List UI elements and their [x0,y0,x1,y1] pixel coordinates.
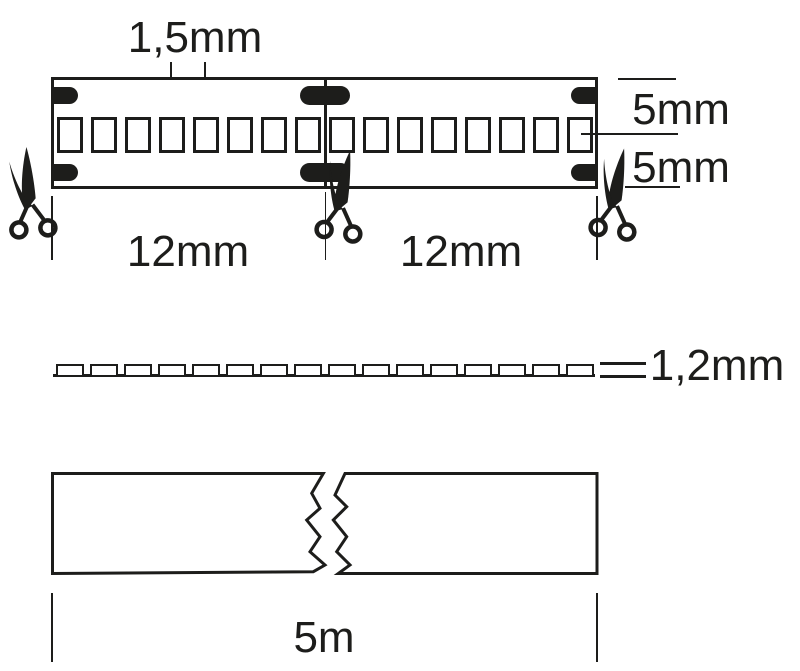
side-led-chip [90,364,118,375]
led-chip [158,117,185,153]
extension-line [51,593,53,662]
led-chip [192,117,219,153]
side-led-chip [430,364,458,375]
width-leader-mid [581,133,678,135]
side-led-chip [362,364,390,375]
solder-pad [52,87,78,104]
side-led-chip [260,364,288,375]
side-led-chip [532,364,560,375]
led-chip [362,117,389,153]
scissors-icon [314,150,363,244]
side-led-chip [396,364,424,375]
thickness-label: 1,2mm [649,341,785,390]
solder-pad [571,164,597,181]
width-lower-label: 5mm [632,143,730,192]
side-led-chip [294,364,322,375]
led-chip [464,117,491,153]
led-chip [498,117,525,153]
side-led-chip [464,364,492,375]
side-led-chip [192,364,220,375]
led-chip [260,117,287,153]
extension-line [596,196,598,260]
led-chip [566,117,593,153]
side-led-chip [124,364,152,375]
width-tick-bottom [625,186,680,188]
extension-line [324,192,326,260]
side-led-chip [566,364,594,375]
cut-line [323,77,327,189]
led-chip [124,117,151,153]
led-chip [90,117,117,153]
extension-line [51,196,53,260]
segment-length-right-label: 12mm [399,227,523,276]
solder-pad [52,164,78,181]
led-pitch-label: 1,5mm [127,13,263,62]
extension-line [596,593,598,662]
total-length-label: 5m [293,613,355,662]
side-led-chip [226,364,254,375]
led-chip [328,117,355,153]
thickness-leader-bottom [600,375,646,378]
thickness-leader-top [600,362,646,365]
led-chip [226,117,253,153]
width-tick-top [618,78,676,80]
reel-outline-with-break [51,472,599,576]
scissors-icon [9,147,58,240]
led-chip [56,117,83,153]
led-chip [430,117,457,153]
led-chip [294,117,321,153]
solder-pad [571,87,597,104]
scissors-icon [588,148,637,242]
led-chip [532,117,559,153]
side-led-chip [498,364,526,375]
side-led-chip [328,364,356,375]
segment-length-left-label: 12mm [126,227,250,276]
side-led-chip [158,364,186,375]
side-led-chip [56,364,84,375]
led-chip [396,117,423,153]
width-upper-label: 5mm [632,85,730,134]
pcb-baseline [53,374,595,377]
